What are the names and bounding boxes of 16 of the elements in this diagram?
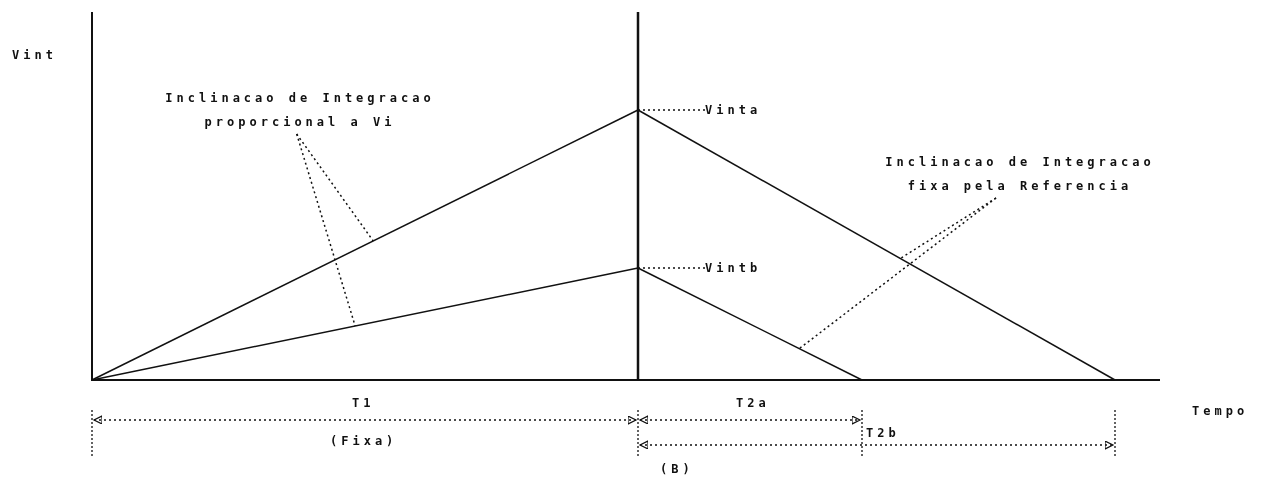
dimension-label: (Fixa) xyxy=(330,433,398,450)
integration-ramp xyxy=(91,109,639,381)
peak-label: Vintb xyxy=(705,259,775,277)
axis-label: Tempo xyxy=(1192,403,1249,420)
leader-line xyxy=(637,267,706,269)
dimension-label: (B) xyxy=(660,461,694,478)
leader-line xyxy=(295,133,356,327)
annotation-text: Inclinacao de Integracao fixa pela Referencia xyxy=(870,150,1170,198)
dimension-label: T2b xyxy=(866,425,900,442)
peak-label: Vinta xyxy=(705,101,775,119)
leader-line xyxy=(899,197,997,260)
leader-line xyxy=(637,109,706,111)
dimension-label: T1 xyxy=(352,395,375,412)
dimension-label: T2a xyxy=(736,395,770,412)
annotation-text: Inclinacao de Integracao proporcional a Vi xyxy=(135,86,465,134)
axis-label: Vint xyxy=(12,47,57,64)
